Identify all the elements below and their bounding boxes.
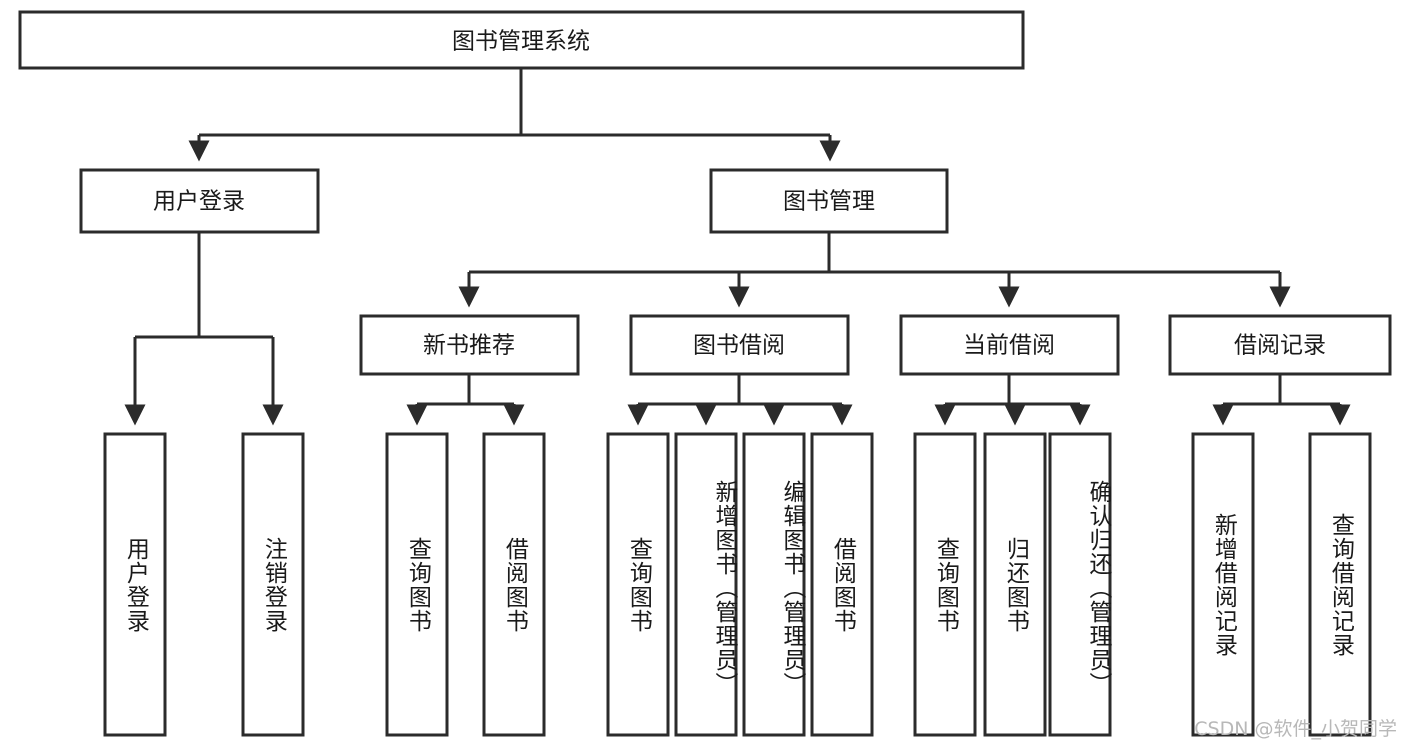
node-new-book-recommend-box[interactable] (359, 314, 580, 376)
leaf-box-query-book-borrow[interactable] (606, 432, 670, 737)
leaf-box-confirm-return-admin[interactable] (1048, 432, 1112, 737)
leaf-box-user-login[interactable] (103, 432, 167, 737)
connector-group (124, 68, 1351, 426)
leaf-box-borrow-book-rec[interactable] (482, 432, 546, 737)
node-borrow-record[interactable]: 借阅记录 (1168, 314, 1392, 376)
leaf-box-query-borrow-record[interactable] (1308, 432, 1372, 737)
leaf-box-borrow-book[interactable] (810, 432, 874, 737)
node-current-borrow-label: 当前借阅 (963, 333, 1055, 359)
node-book-manage-label: 图书管理 (783, 189, 875, 215)
leaf-box-edit-book-admin[interactable] (742, 432, 806, 737)
leaf-box-logout-login[interactable] (241, 432, 305, 737)
node-user-login[interactable]: 用户登录 (79, 168, 320, 234)
watermark-text: CSDN @软件_小贺同学 (1194, 718, 1397, 740)
node-new-book-recommend-label: 新书推荐 (423, 333, 515, 359)
leaf-box-add-book-admin[interactable] (674, 432, 738, 737)
node-borrow-record-label: 借阅记录 (1234, 333, 1326, 359)
node-current-borrow-box[interactable] (899, 314, 1120, 376)
node-user-login-box[interactable] (79, 168, 320, 234)
leaf-box-return-book[interactable] (983, 432, 1047, 737)
leaf-box-add-borrow-record[interactable] (1191, 432, 1255, 737)
node-book-borrow-label: 图书借阅 (693, 333, 785, 359)
node-book-borrow-box[interactable] (629, 314, 850, 376)
node-book-borrow[interactable]: 图书借阅 (629, 314, 850, 376)
node-borrow-record-box[interactable] (1168, 314, 1392, 376)
node-root-box[interactable] (18, 10, 1025, 70)
leaf-box-query-book-rec[interactable] (385, 432, 449, 737)
node-book-manage-box[interactable] (709, 168, 949, 234)
node-root-label: 图书管理系统 (452, 29, 590, 55)
leaf-box-query-book-current[interactable] (913, 432, 977, 737)
node-root[interactable]: 图书管理系统 (18, 10, 1025, 70)
node-current-borrow[interactable]: 当前借阅 (899, 314, 1120, 376)
node-book-manage[interactable]: 图书管理 (709, 168, 949, 234)
leaf-box-group (103, 432, 1372, 737)
node-new-book-recommend[interactable]: 新书推荐 (359, 314, 580, 376)
node-user-login-label: 用户登录 (153, 189, 245, 215)
